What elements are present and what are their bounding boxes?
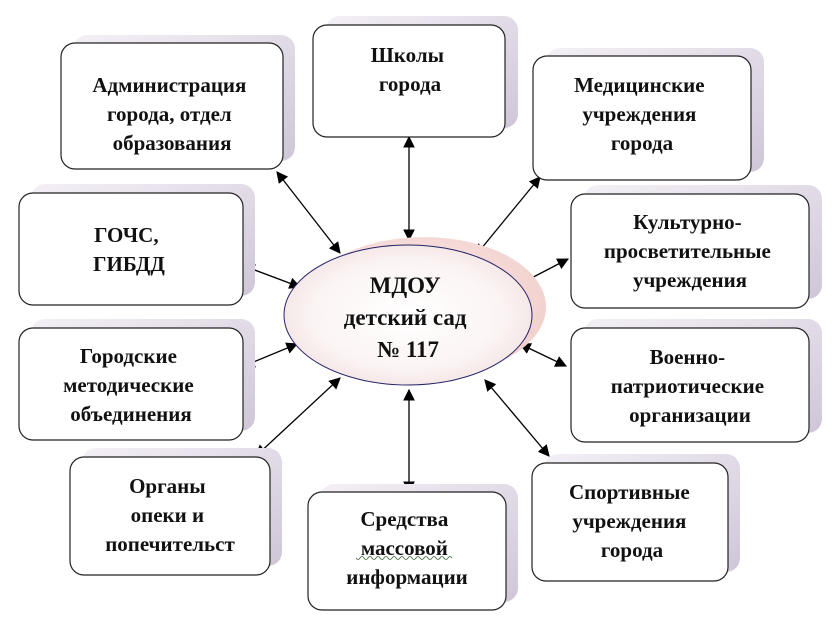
spell-underline (355, 556, 453, 560)
node-box (69, 456, 271, 576)
node-label-line: организации (629, 403, 751, 427)
node-label-line: Органы (129, 474, 206, 498)
node-medical: Медицинские учреждения города (532, 48, 764, 181)
node-label-line: Городские (80, 344, 177, 368)
node-label-line: города, отдел (107, 102, 232, 126)
node-label-line: информации (346, 565, 468, 589)
node-label-line: массовой (361, 536, 448, 560)
node-box (570, 327, 810, 443)
node-label: Культурно- просветительные учреждения (604, 210, 776, 292)
node-administration: Администрация города, отдел образования (60, 35, 295, 170)
connector-military (518, 343, 568, 367)
node-label-line: Средства (360, 507, 448, 531)
connector-sports (484, 379, 550, 457)
node-guardianship: Органы опеки и попечительст (69, 448, 282, 576)
node-label: ГОЧС, ГИБДД (93, 223, 165, 276)
node-box (307, 491, 507, 611)
node-sports: Спортивные учреждения города (531, 454, 740, 582)
node-label-line: Культурно- (633, 210, 742, 234)
center-ellipse (283, 244, 533, 386)
center-node: МДОУ детский сад № 117 (283, 237, 546, 386)
node-label-line: Военно- (650, 345, 726, 369)
node-box (18, 192, 244, 306)
node-methodical: Городские методические объединения (18, 319, 255, 441)
node-label: Городские методические объединения (63, 344, 199, 426)
node-label-line: Школы (371, 43, 444, 67)
connector-administration (276, 171, 341, 254)
node-label-line: патриотические (611, 374, 764, 398)
node-label: Органы опеки и попечительст (105, 474, 235, 556)
node-label: Медицинские учреждения города (574, 73, 710, 155)
node-box (312, 24, 506, 138)
node-group: Администрация города, отдел образования … (18, 16, 822, 611)
node-label-line: объединения (70, 402, 191, 426)
node-label-line: попечительст (105, 532, 235, 556)
connector-guardianship (255, 377, 341, 457)
node-label: Школы города (371, 43, 450, 96)
center-label: МДОУ детский сад № 117 (344, 273, 473, 362)
node-box (18, 327, 244, 441)
node-media: Средства массовой информации (307, 484, 518, 611)
node-box (532, 55, 752, 181)
connector-medical (475, 176, 541, 256)
node-label: Спортивные учреждения города (569, 480, 695, 562)
node-label-line: Спортивные (569, 480, 690, 504)
node-box (60, 42, 284, 170)
node-label-line: учреждения (572, 509, 686, 533)
node-military: Военно- патриотические организации (570, 319, 822, 443)
node-label-line: образования (113, 131, 232, 155)
node-label-line: города (601, 538, 664, 562)
center-label-line: № 117 (377, 337, 439, 362)
node-label-line: методические (63, 373, 194, 397)
node-label-line: ГИБДД (93, 252, 165, 276)
node-box (570, 193, 810, 309)
node-label: Средства массовой информации (346, 507, 468, 589)
node-label-line: города (379, 72, 442, 96)
node-box (531, 462, 729, 582)
node-label-line: учреждения (633, 268, 747, 292)
center-label-line: МДОУ (370, 273, 441, 298)
node-label-line: просветительные (604, 239, 771, 263)
center-label-line: детский сад (344, 305, 467, 330)
node-label-line: Медицинские (574, 73, 704, 97)
node-label-line: учреждения (582, 102, 696, 126)
node-cultural: Культурно- просветительные учреждения (570, 185, 822, 309)
node-label: Военно- патриотические организации (611, 345, 770, 427)
node-label-line: города (611, 131, 674, 155)
node-label: Администрация города, отдел образования (92, 73, 251, 155)
node-schools: Школы города (312, 16, 518, 138)
node-label-line: ГОЧС, (94, 223, 158, 247)
node-label-line: опеки и (131, 503, 204, 527)
node-label-line: Администрация (92, 73, 246, 97)
node-gochs: ГОЧС, ГИБДД (18, 184, 255, 306)
